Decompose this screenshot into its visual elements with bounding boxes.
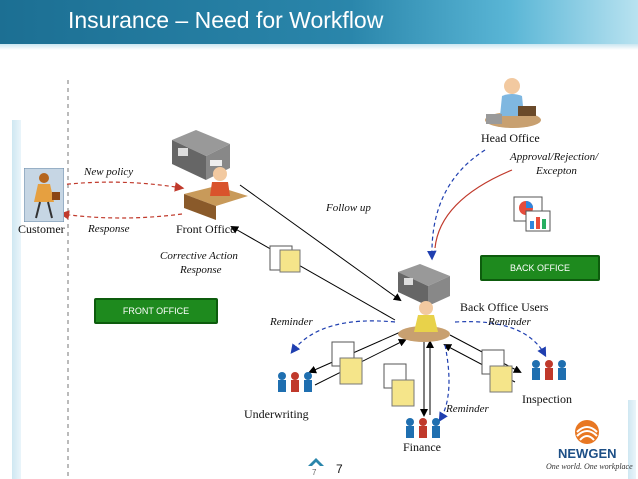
arrow-response — [59, 210, 183, 220]
underwriting-label: Underwriting — [244, 407, 309, 421]
new-policy-label: New policy — [84, 166, 134, 178]
approval-label: Approval/Rejection/ — [510, 151, 599, 163]
document-icon — [331, 341, 363, 385]
head-office-label: Head Office — [481, 131, 540, 145]
slide-title: Insurance – Need for Workflow — [68, 7, 384, 33]
page-number: 7 — [336, 462, 343, 476]
chevron-up-icon — [308, 458, 324, 466]
group-icon — [406, 418, 440, 438]
document-icon — [481, 349, 513, 393]
title-shadow — [0, 44, 638, 50]
desk-worker-icon — [184, 167, 248, 220]
exception-label: Excepton — [536, 165, 577, 177]
arrow-follow-up — [230, 226, 396, 321]
person-icon — [24, 168, 64, 222]
logo-icon — [575, 420, 599, 444]
group-icon — [278, 372, 312, 392]
inspection-label: Inspection — [522, 392, 572, 406]
document-icon — [383, 363, 415, 407]
title-bar — [0, 0, 638, 44]
page-number-small: 7 — [312, 468, 317, 477]
arrow-reminder-bottom — [438, 344, 450, 423]
arrow-new-policy — [59, 181, 185, 192]
reminder-left-label: Reminder — [270, 316, 313, 328]
reminder-right-label: Reminder — [488, 316, 531, 328]
chart-icon — [513, 196, 551, 232]
arrow-to-head-office — [434, 169, 513, 249]
response-label: Response — [88, 223, 130, 235]
right-decor-stripe — [628, 400, 636, 479]
follow-up-label: Follow up — [326, 202, 371, 214]
desk-worker-icon — [398, 301, 450, 342]
front-office-label: Front Office — [176, 222, 236, 236]
brand-tagline: One world. One workplace — [546, 462, 633, 471]
corrective-response-label: Response — [180, 264, 222, 276]
cabinet-icon — [398, 264, 450, 306]
back-office-box: BACK OFFICE — [480, 255, 600, 281]
corrective-action-label: Corrective Action — [160, 250, 238, 262]
left-decor-stripe — [12, 120, 21, 479]
front-office-box: FRONT OFFICE — [94, 298, 218, 324]
arrow-approval — [427, 149, 486, 261]
brand-name: NEWGEN — [558, 446, 617, 461]
arrow-to-back-office — [239, 184, 402, 302]
finance-label: Finance — [403, 440, 441, 454]
arrow-underwriting-out — [308, 329, 406, 374]
desk-worker-icon — [485, 78, 541, 128]
arrow-reminder-left — [290, 320, 396, 354]
arrow-reminder-right — [454, 321, 547, 358]
group-icon — [532, 360, 566, 380]
reminder-bottom-label: Reminder — [446, 403, 489, 415]
document-icon — [269, 245, 301, 273]
back-office-users-label: Back Office Users — [460, 300, 549, 314]
customer-label: Customer — [18, 222, 65, 236]
